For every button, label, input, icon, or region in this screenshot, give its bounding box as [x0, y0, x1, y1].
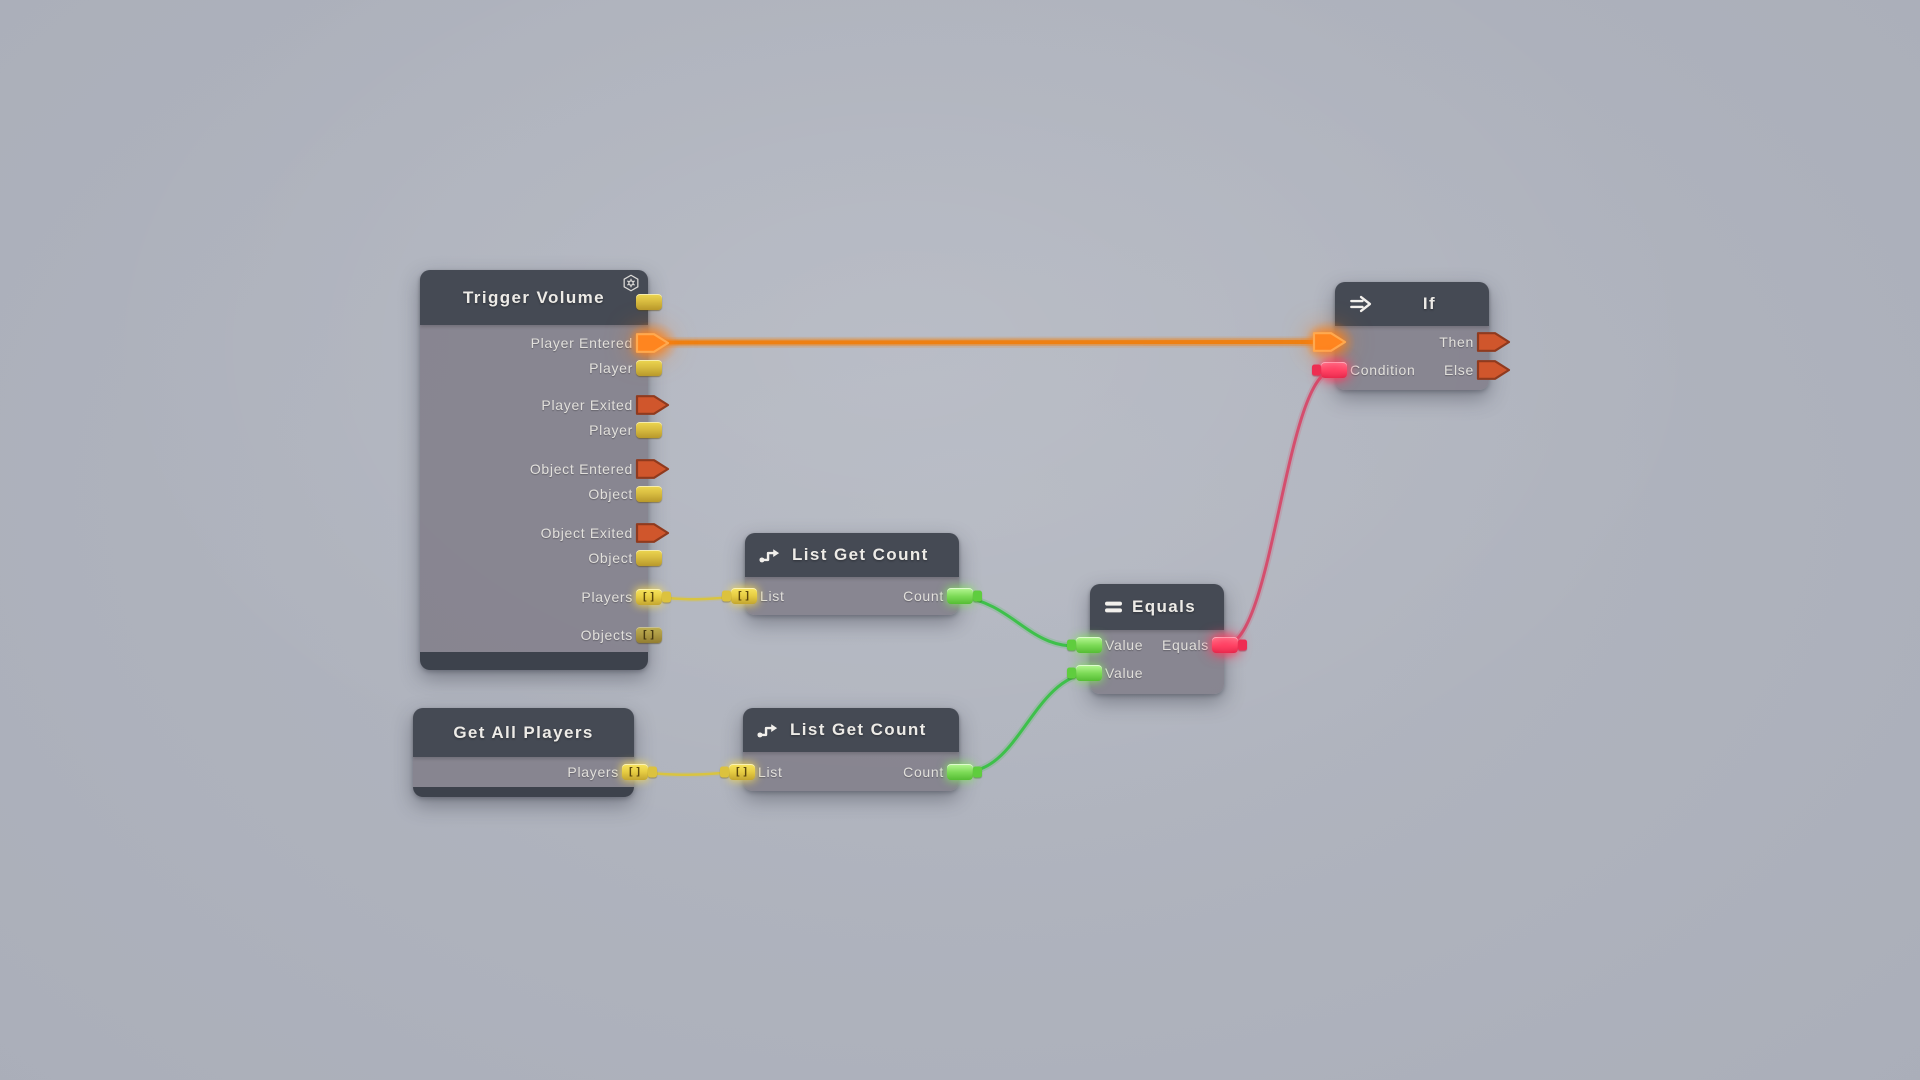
value-pin[interactable]	[1076, 637, 1102, 653]
node-title: Equals	[1132, 597, 1197, 616]
node-row: [] List Count	[729, 752, 973, 791]
list-label: List	[758, 763, 783, 780]
node-header[interactable]: Equals	[1090, 584, 1224, 630]
node-header[interactable]: List Get Count	[745, 533, 959, 577]
object-label: Object	[588, 549, 633, 566]
node-row: Player	[420, 417, 662, 442]
players-pin[interactable]: []	[636, 588, 662, 605]
list-brackets-glyph: []	[736, 589, 752, 602]
count-label: Count	[903, 588, 944, 604]
list-brackets-glyph: []	[627, 765, 643, 778]
else-pin[interactable]	[1476, 359, 1512, 381]
node-row: Object	[420, 545, 662, 570]
node-row: Object Exited	[420, 520, 670, 545]
node-list-get-count-1[interactable]: List Get Count [] List Count	[731, 533, 973, 615]
object-label: Object	[588, 485, 633, 502]
node-row: Then	[1297, 314, 1511, 370]
condition-label: Condition	[1350, 362, 1416, 378]
wire-count-2-to-value-2	[956, 669, 1093, 775]
list-brackets-glyph: []	[641, 589, 657, 603]
count-pin[interactable]	[947, 588, 973, 604]
node-footer	[413, 787, 634, 797]
list-pin[interactable]: []	[729, 763, 755, 780]
player-exited-label: Player Exited	[541, 396, 633, 413]
value-label: Value	[1105, 665, 1144, 681]
step-arrow-icon	[757, 722, 781, 739]
node-row: Player	[420, 355, 662, 380]
node-header[interactable]: Get All Players	[413, 708, 634, 757]
node-title: If	[1422, 294, 1437, 313]
node-row: Players []	[413, 757, 648, 787]
object-entered-label: Object Entered	[529, 460, 633, 477]
objects-label: Objects	[580, 626, 633, 643]
step-arrow-icon	[759, 547, 783, 564]
node-header[interactable]: If	[1335, 282, 1489, 326]
node-row: Player Entered	[420, 314, 686, 371]
count-label: Count	[903, 763, 944, 780]
players-label: Players	[581, 588, 633, 605]
wire-glow	[956, 669, 1093, 775]
player-label: Player	[589, 421, 633, 438]
node-title: List Get Count	[790, 720, 927, 739]
list-brackets-glyph: []	[734, 764, 750, 778]
objects-pin[interactable]: []	[636, 626, 662, 643]
node-row: Condition Else	[1311, 350, 1511, 390]
node-row: Objects []	[420, 622, 662, 647]
node-title: Trigger Volume	[462, 287, 606, 307]
node-header[interactable]: Trigger Volume	[420, 270, 662, 325]
object-exited-pin[interactable]	[635, 522, 671, 544]
player-entered-label: Player Entered	[530, 334, 633, 351]
else-label: Else	[1443, 362, 1474, 378]
gear-hex-icon	[621, 273, 641, 293]
node-row: Players []	[420, 584, 662, 609]
equals-icon	[1104, 600, 1123, 614]
double-arrow-icon	[1349, 294, 1375, 314]
object-exited-label: Object Exited	[540, 524, 633, 541]
wire-equals-to-condition[interactable]	[1223, 368, 1336, 647]
player-exited-pin[interactable]	[635, 394, 671, 416]
list-label: List	[760, 588, 785, 604]
players-pin[interactable]: []	[622, 764, 648, 780]
value-label: Value	[1105, 637, 1144, 653]
wire-equals-to-condition	[1221, 366, 1338, 649]
node-row: Object Entered	[420, 456, 670, 481]
players-label: Players	[567, 764, 619, 780]
node-row: Player Exited	[420, 392, 670, 417]
node-header[interactable]: List Get Count	[743, 708, 959, 752]
value-pin[interactable]	[1076, 665, 1102, 681]
list-brackets-glyph: []	[641, 627, 657, 641]
node-title: Get All Players	[453, 722, 594, 742]
object-pin[interactable]	[636, 549, 662, 566]
equals-label: Equals	[1161, 637, 1209, 653]
node-list-get-count-2[interactable]: List Get Count [] List Count	[729, 708, 973, 791]
object-pin[interactable]	[636, 485, 662, 502]
wire-player-entered-to-if	[647, 336, 1336, 349]
node-row: Value	[1076, 659, 1224, 687]
node-footer	[420, 652, 648, 670]
condition-pin[interactable]	[1311, 350, 1357, 390]
then-pin[interactable]	[1476, 331, 1512, 353]
player-pin[interactable]	[636, 359, 662, 376]
node-row: [] List Count	[731, 577, 973, 615]
node-title: List Get Count	[792, 545, 929, 564]
node-row: Object	[420, 481, 662, 506]
trigger-volume-self-pin[interactable]	[636, 294, 662, 310]
then-label: Then	[1439, 334, 1474, 350]
if-exec-in-pin[interactable]	[1297, 314, 1363, 370]
list-pin[interactable]: []	[731, 588, 757, 604]
wire-player-entered-to-if[interactable]	[651, 340, 1332, 345]
player-entered-pin[interactable]	[620, 314, 686, 371]
object-entered-pin[interactable]	[635, 458, 671, 480]
count-pin[interactable]	[947, 763, 973, 780]
player-pin[interactable]	[636, 421, 662, 438]
node-row: Value Equals	[1076, 625, 1248, 665]
equals-pin[interactable]	[1202, 625, 1248, 665]
